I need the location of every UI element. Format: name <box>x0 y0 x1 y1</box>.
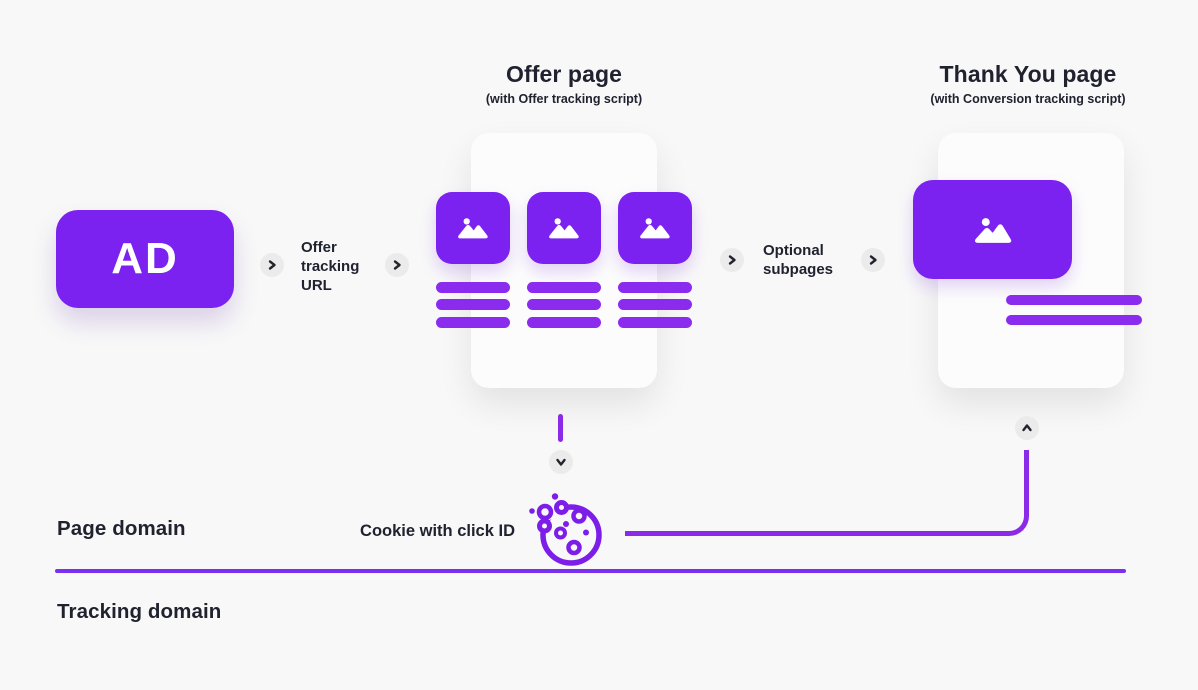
offer-page-title: Offer page <box>505 61 623 87</box>
text-line-placeholder <box>618 317 692 328</box>
text-line-placeholder <box>527 317 601 328</box>
cookie-with-click-id-label: Cookie with click ID <box>360 522 515 540</box>
text-line-placeholder <box>527 299 601 310</box>
text-line-placeholder <box>618 299 692 310</box>
chevron-right-icon <box>385 253 409 277</box>
text-line-placeholder <box>1006 295 1142 305</box>
chevron-right-icon <box>861 248 885 272</box>
thank-you-page-subtitle: (with Conversion tracking script) <box>930 92 1126 106</box>
image-icon <box>913 180 1072 279</box>
offer-tracking-url-label: Offer tracking URL <box>301 239 360 294</box>
offer-to-cookie-connector <box>558 414 563 442</box>
page-domain-label: Page domain <box>57 517 186 540</box>
ad-label: AD <box>111 234 179 283</box>
offer-page-subtitle: (with Offer tracking script) <box>485 92 643 106</box>
ad-box: AD <box>56 210 234 308</box>
text-line-placeholder <box>436 282 510 293</box>
text-line-placeholder <box>1006 315 1142 325</box>
text-line-placeholder <box>436 299 510 310</box>
thank-you-page-title: Thank You page <box>939 61 1117 87</box>
domain-divider-line <box>55 569 1126 573</box>
chevron-right-icon <box>720 248 744 272</box>
image-icon <box>527 192 601 264</box>
text-line-placeholder <box>436 317 510 328</box>
chevron-right-icon <box>260 253 284 277</box>
cookie-to-thank-you-connector <box>625 450 1029 536</box>
tracking-domain-label: Tracking domain <box>57 600 222 623</box>
image-icon <box>436 192 510 264</box>
optional-subpages-label: Optional subpages <box>763 242 834 278</box>
text-line-placeholder <box>527 282 601 293</box>
cookie-icon <box>524 486 608 570</box>
image-icon <box>618 192 692 264</box>
chevron-down-icon <box>549 450 573 474</box>
chevron-up-icon <box>1015 416 1039 440</box>
text-line-placeholder <box>618 282 692 293</box>
